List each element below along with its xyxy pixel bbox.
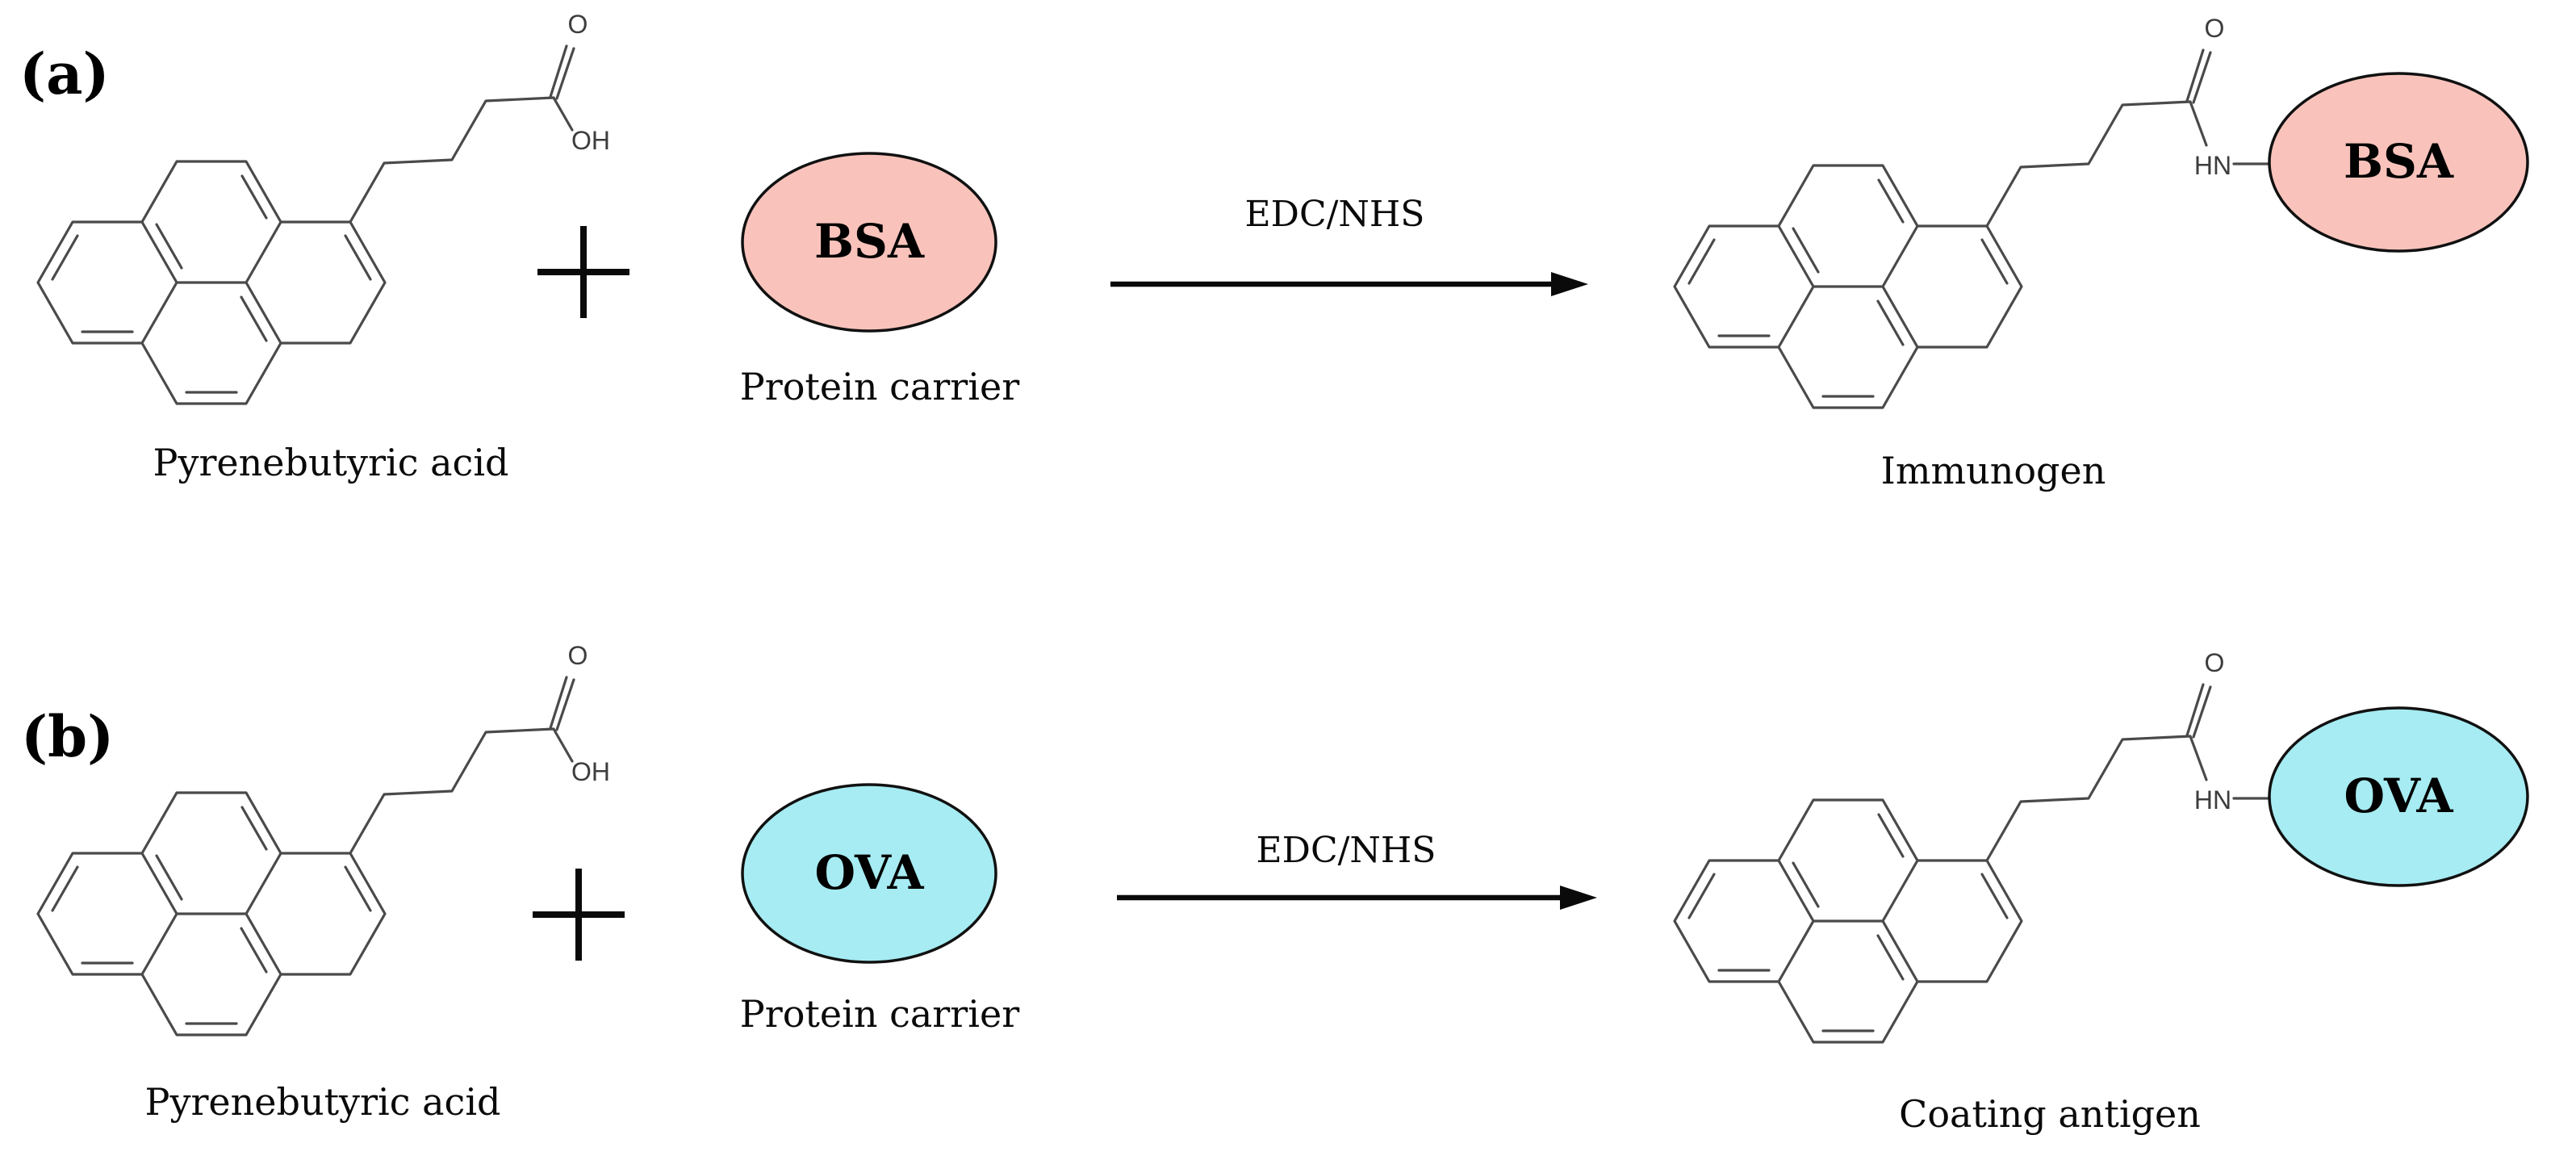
carrier-ellipse-bsa <box>741 152 997 333</box>
pyrene-skeleton <box>36 44 575 405</box>
plus-icon <box>533 869 625 961</box>
reagent-label-b: EDC/NHS <box>1257 830 1436 871</box>
reaction-arrow-icon <box>1110 272 1588 296</box>
panel-b-label: (b) <box>21 703 114 770</box>
carbonyl-oxygen-label: O <box>568 10 588 39</box>
amide-nh-label: HN <box>2194 785 2231 815</box>
reactant-caption-b: Pyrenebutyric acid <box>145 1080 501 1124</box>
pyrenebutyric-acid-structure-a: O OH <box>36 10 610 405</box>
hydroxyl-label: OH <box>571 126 610 155</box>
product-caption-b: Coating antigen <box>1899 1092 2201 1136</box>
product-caption-a: Immunogen <box>1881 449 2106 492</box>
reaction-arrow-icon <box>1117 886 1597 910</box>
hydroxyl-label: OH <box>571 757 610 786</box>
reactant-caption-a: Pyrenebutyric acid <box>153 441 509 484</box>
carboxyl-oh-bond <box>552 96 574 132</box>
carbonyl-oxygen-label: O <box>2205 14 2225 43</box>
carrier-name-b: OVA <box>814 845 924 900</box>
plus-icon <box>537 226 629 318</box>
pyrenebutyric-acid-structure-b: O OH <box>36 641 610 1036</box>
carbonyl-oxygen-label: O <box>2205 648 2225 677</box>
pyrene-skeleton <box>1673 48 2212 409</box>
immunogen-structure: O HN BSA <box>1673 14 2529 409</box>
reagent-label-a: EDC/NHS <box>1245 194 1425 235</box>
carrier-role-a: Protein carrier <box>740 365 1019 408</box>
conjugate-carrier-name-b: OVA <box>2344 768 2453 823</box>
conjugate-carrier-name-a: BSA <box>2344 134 2454 189</box>
amide-nh-label: HN <box>2194 151 2231 180</box>
carbonyl-oxygen-label: O <box>568 641 588 670</box>
panel-a-label: (a) <box>19 40 110 107</box>
carrier-name-a: BSA <box>814 214 925 269</box>
panel-a: (a) O OH Pyrenebutyric acid BSA Protein … <box>19 10 2529 492</box>
pyrene-skeleton <box>36 676 575 1036</box>
pyrene-skeleton <box>1673 683 2212 1044</box>
coating-antigen-structure: O HN OVA <box>1673 648 2529 1044</box>
carrier-ellipse-ova <box>741 783 997 964</box>
carrier-role-b: Protein carrier <box>740 992 1019 1036</box>
panel-b: (b) O OH Pyrenebutyric acid OVA Protein … <box>21 641 2529 1136</box>
carboxyl-oh-bond <box>552 727 574 763</box>
